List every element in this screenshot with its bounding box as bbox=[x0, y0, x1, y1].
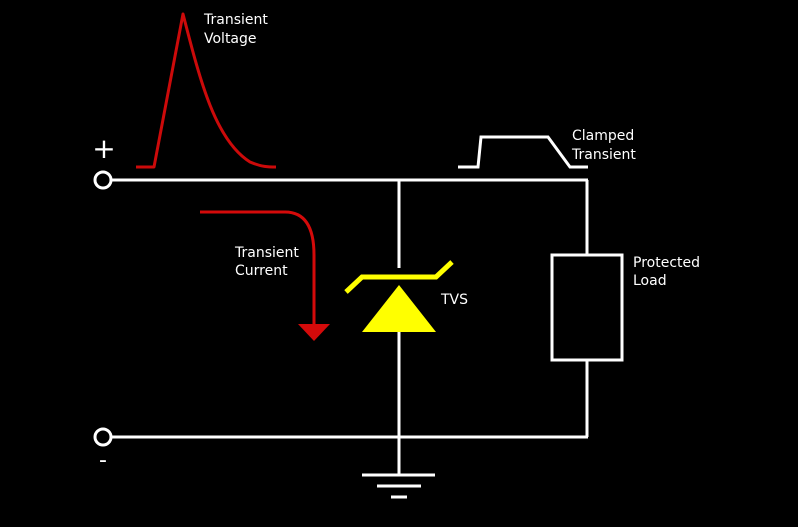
positive-terminal bbox=[93, 170, 113, 190]
transient-current-label: Transient Current bbox=[234, 245, 303, 279]
protected-load-label-line2: Load bbox=[633, 273, 667, 289]
transient-voltage-label: Transient Voltage bbox=[203, 12, 272, 47]
protected-load-label: Protected Load bbox=[633, 255, 704, 289]
clamped-transient-label-line2: Transient bbox=[571, 147, 636, 163]
protected-load-resistor bbox=[550, 253, 624, 362]
minus-sign: - bbox=[99, 448, 107, 473]
transient-voltage-label-line2: Voltage bbox=[204, 31, 257, 47]
transient-voltage-label-line1: Transient bbox=[203, 12, 268, 28]
tvs-diode-triangle bbox=[362, 285, 436, 332]
tvs-diode-cathode-bar bbox=[344, 260, 454, 294]
negative-terminal bbox=[93, 427, 113, 447]
tvs-label: TVS bbox=[440, 292, 468, 308]
transient-voltage-waveform bbox=[136, 12, 277, 169]
clamped-transient-label-line1: Clamped bbox=[572, 128, 634, 144]
transient-current-label-line2: Current bbox=[235, 263, 288, 279]
transient-current-label-line1: Transient bbox=[234, 245, 299, 261]
clamped-transient-label: Clamped Transient bbox=[571, 128, 639, 163]
protected-load-label-line1: Protected bbox=[633, 255, 700, 271]
transient-current-arrow bbox=[200, 210, 316, 326]
clamped-transient-waveform bbox=[458, 135, 588, 169]
plus-sign: + bbox=[92, 132, 115, 165]
transient-current-arrowhead bbox=[298, 324, 330, 341]
